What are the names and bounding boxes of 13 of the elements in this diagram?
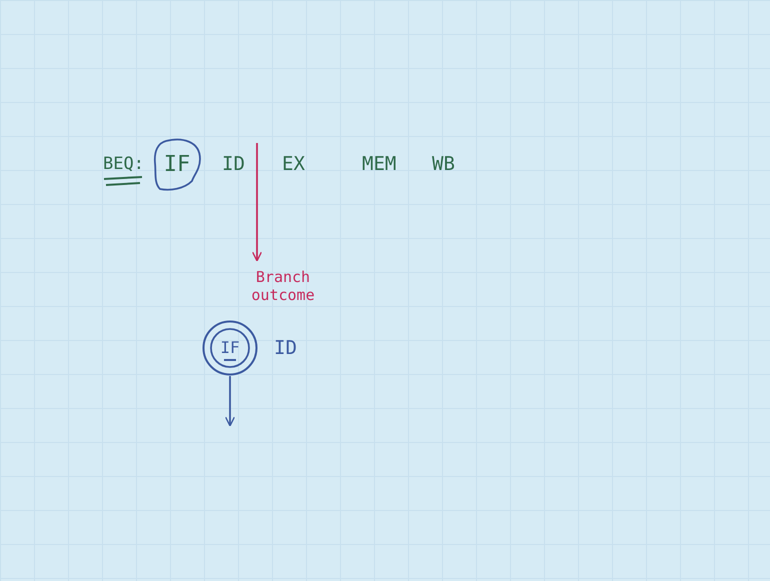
double-circle: [202, 320, 258, 376]
stage-label: IF: [220, 339, 240, 357]
circled-stage: [152, 137, 202, 193]
note-text: Branch outcome: [250, 268, 316, 304]
arrow: [224, 376, 236, 427]
stage-label: IF: [164, 156, 190, 174]
arrow: [252, 143, 262, 262]
stage-label: ID: [274, 337, 297, 359]
stage-label: ID: [222, 153, 245, 175]
stage-label: MEM: [362, 153, 396, 175]
stage-label: EX: [282, 153, 305, 175]
instruction-label: BEQ:: [103, 153, 144, 175]
stage-label: WB: [432, 153, 455, 175]
